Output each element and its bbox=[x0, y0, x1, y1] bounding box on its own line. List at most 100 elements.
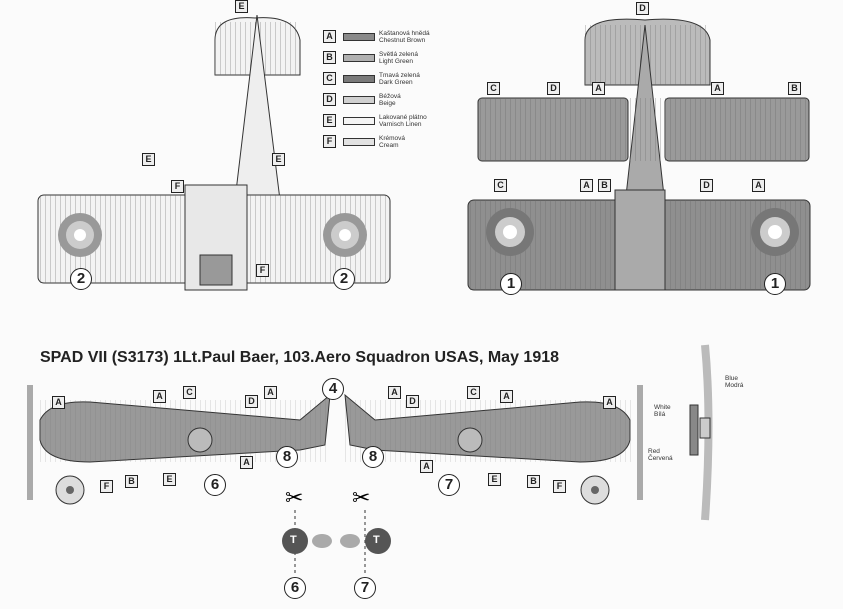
legend-cz: Kaštanová hnědá bbox=[379, 29, 430, 37]
decal-number: 4 bbox=[322, 378, 344, 400]
callout: A bbox=[752, 179, 765, 192]
scissors-icon: ✂ bbox=[285, 485, 303, 510]
legend-cz: Krémová bbox=[379, 134, 406, 142]
callout: D bbox=[245, 395, 258, 408]
propeller-detail bbox=[689, 344, 713, 521]
legend-cz: Lakované plátno bbox=[379, 113, 427, 121]
scissors-icon: ✂ bbox=[352, 485, 370, 510]
legend-en: Light Green bbox=[379, 57, 413, 65]
legend-en: Varnisch Linen bbox=[379, 120, 422, 128]
legend-code: B bbox=[323, 51, 336, 64]
decal-number: 2 bbox=[70, 268, 92, 290]
decal-cutouts: ✂ ✂ bbox=[282, 485, 391, 575]
callout: A bbox=[153, 390, 166, 403]
decal-number: 8 bbox=[276, 446, 298, 468]
legend-cz: Světlá zelená bbox=[379, 50, 419, 58]
callout: A bbox=[500, 390, 513, 403]
decal-number: 6 bbox=[204, 474, 226, 496]
legend-code: A bbox=[323, 30, 336, 43]
callout: A bbox=[52, 396, 65, 409]
legend-swatch bbox=[343, 32, 375, 41]
legend-swatch bbox=[343, 95, 375, 104]
callout: F bbox=[100, 480, 113, 493]
callout: B bbox=[788, 82, 801, 95]
label-cz: Modrá bbox=[725, 382, 744, 389]
callout: A bbox=[420, 460, 433, 473]
label-cz: Bílá bbox=[654, 411, 666, 418]
decal-letter: T bbox=[290, 534, 297, 546]
callout: C bbox=[494, 179, 507, 192]
callout: A bbox=[711, 82, 724, 95]
callout: D bbox=[406, 395, 419, 408]
decal-number: 8 bbox=[362, 446, 384, 468]
callout: E bbox=[272, 153, 285, 166]
callout: C bbox=[467, 386, 480, 399]
legend-en: Beige bbox=[379, 99, 396, 107]
callout: B bbox=[125, 475, 138, 488]
callout: A bbox=[603, 396, 616, 409]
legend-code: F bbox=[323, 135, 336, 148]
legend-en: Cream bbox=[379, 141, 399, 149]
callout: F bbox=[553, 480, 566, 493]
decal-number: 6 bbox=[284, 577, 306, 599]
legend-en: Dark Green bbox=[379, 78, 413, 86]
top-view bbox=[467, 18, 811, 291]
legend-code: D bbox=[323, 93, 336, 106]
callout: F bbox=[256, 264, 269, 277]
legend-swatch bbox=[343, 74, 375, 83]
label-cz: Červená bbox=[648, 455, 673, 462]
scheme-title: SPAD VII (S3173) 1Lt.Paul Baer, 103.Aero… bbox=[40, 349, 560, 366]
decal-letter: T bbox=[373, 534, 380, 546]
legend-cz: Béžová bbox=[379, 92, 401, 100]
callout: A bbox=[264, 386, 277, 399]
legend-code: C bbox=[323, 72, 336, 85]
callout: A bbox=[580, 179, 593, 192]
callout: B bbox=[527, 475, 540, 488]
underside-view bbox=[37, 14, 391, 291]
decal-number: 7 bbox=[354, 577, 376, 599]
callout: A bbox=[592, 82, 605, 95]
callout: B bbox=[598, 179, 611, 192]
decal-number: 2 bbox=[333, 268, 355, 290]
callout: A bbox=[388, 386, 401, 399]
legend-swatch bbox=[343, 116, 375, 125]
legend-cz: Tmavá zelená bbox=[379, 71, 420, 79]
callout: C bbox=[183, 386, 196, 399]
callout: F bbox=[171, 180, 184, 193]
label-en: White bbox=[654, 404, 671, 411]
label-en: Red bbox=[648, 448, 660, 455]
callout: D bbox=[636, 2, 649, 15]
legend-swatch bbox=[343, 137, 375, 146]
label-en: Blue bbox=[725, 375, 739, 382]
callout: D bbox=[700, 179, 713, 192]
legend-code: E bbox=[323, 114, 336, 127]
right-side-view bbox=[344, 385, 643, 505]
legend-swatch bbox=[343, 53, 375, 62]
callout: E bbox=[163, 473, 176, 486]
callout: E bbox=[235, 0, 248, 13]
callout: C bbox=[487, 82, 500, 95]
callout: D bbox=[547, 82, 560, 95]
callout: E bbox=[488, 473, 501, 486]
decal-number: 1 bbox=[500, 273, 522, 295]
callout: A bbox=[240, 456, 253, 469]
decal-number: 1 bbox=[764, 273, 786, 295]
legend-en: Chestnut Brown bbox=[379, 36, 426, 44]
callout: E bbox=[142, 153, 155, 166]
